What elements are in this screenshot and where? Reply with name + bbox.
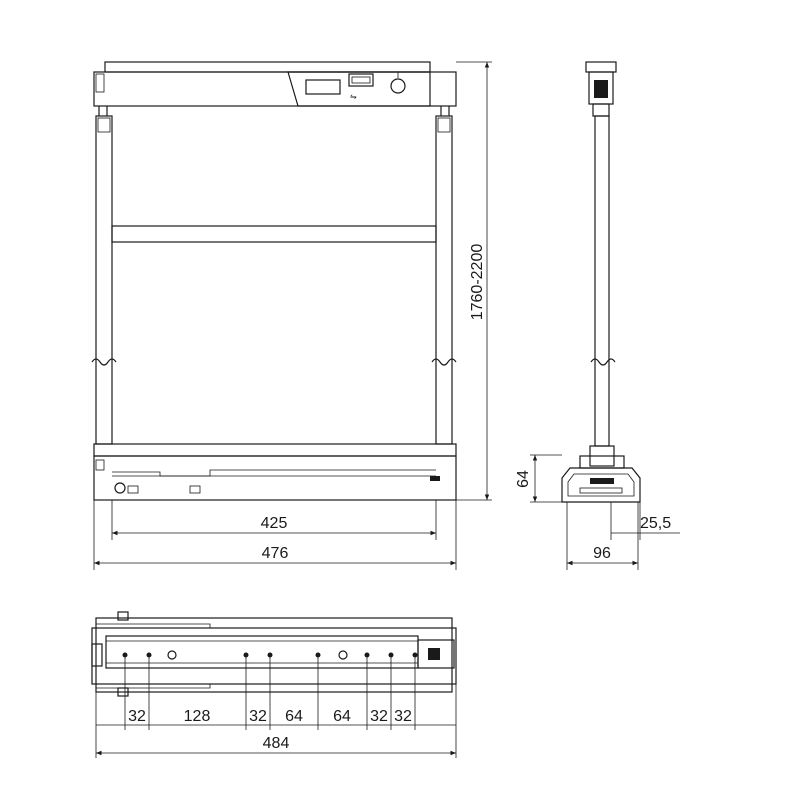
rail-outer-frame [95, 617, 453, 693]
rail-top-lug [117, 611, 129, 621]
side-view: 64 25,5 96 [515, 61, 680, 570]
spacing-label-2: 128 [184, 708, 211, 725]
base-height-label: 64 [515, 470, 532, 488]
rail-end-block-fill [428, 648, 440, 660]
panel-display [305, 79, 341, 95]
rail-bottom-step [96, 684, 211, 689]
spacing-label-7: 32 [394, 708, 412, 725]
side-width-label: 96 [593, 545, 611, 562]
spacing-label-5: 64 [333, 708, 351, 725]
side-post [594, 115, 610, 447]
side-base-housing [561, 467, 641, 503]
side-top-cap [585, 61, 617, 73]
spacing-label-6: 32 [370, 708, 388, 725]
offset-label: 25,5 [640, 515, 671, 532]
panel-knob [390, 78, 406, 94]
inner-width-label: 425 [261, 515, 288, 532]
front-top-bar [93, 71, 457, 107]
side-neck [592, 103, 610, 117]
rail-view: 32 128 32 64 64 32 32 484 [91, 611, 457, 758]
front-top-left-clip [95, 73, 105, 93]
hole-spacing-dimensions: 32 128 32 64 64 32 32 [95, 655, 457, 758]
front-top-cap [104, 61, 431, 73]
middle-crossbar [111, 225, 437, 243]
rail-holes [122, 650, 418, 660]
front-base-clip [95, 459, 105, 471]
spacing-label-4: 64 [285, 708, 303, 725]
front-base-slot-left [127, 485, 139, 494]
left-break-mark [91, 358, 117, 366]
front-base-slot-mid [189, 485, 201, 494]
side-base-slot [579, 487, 623, 494]
height-dimension-label: 1760-2200 [469, 244, 486, 321]
panel-connector-inner [351, 76, 371, 84]
left-post-clip [97, 117, 111, 133]
bottom-crossbar [93, 443, 457, 457]
side-base-clamp [590, 478, 614, 484]
left-post [95, 115, 113, 445]
usb-icon: ⇋ [350, 92, 357, 101]
side-break-mark [590, 358, 616, 366]
side-top-block-fill [594, 80, 608, 98]
rail-top-step [96, 623, 211, 628]
right-post [435, 115, 453, 445]
front-base [93, 455, 457, 501]
front-base-foot [430, 476, 440, 481]
outer-width-label: 476 [262, 545, 289, 562]
front-base-profile [112, 469, 436, 477]
side-base-inner [567, 473, 635, 497]
rail-mount-hole [338, 650, 348, 660]
total-length-label: 484 [263, 735, 290, 752]
spacing-label-3: 32 [249, 708, 267, 725]
spacing-label-1: 32 [128, 708, 146, 725]
control-panel [287, 71, 431, 107]
front-base-bolt [114, 482, 126, 494]
panel-connector [348, 73, 374, 87]
right-post-clip [437, 117, 451, 133]
right-break-mark [431, 358, 457, 366]
rail-mount-hole [167, 650, 177, 660]
rail-end-block [417, 639, 455, 669]
front-view: ⇋ 1760-2200 [91, 61, 492, 570]
rail-end-stop-left [91, 643, 103, 667]
